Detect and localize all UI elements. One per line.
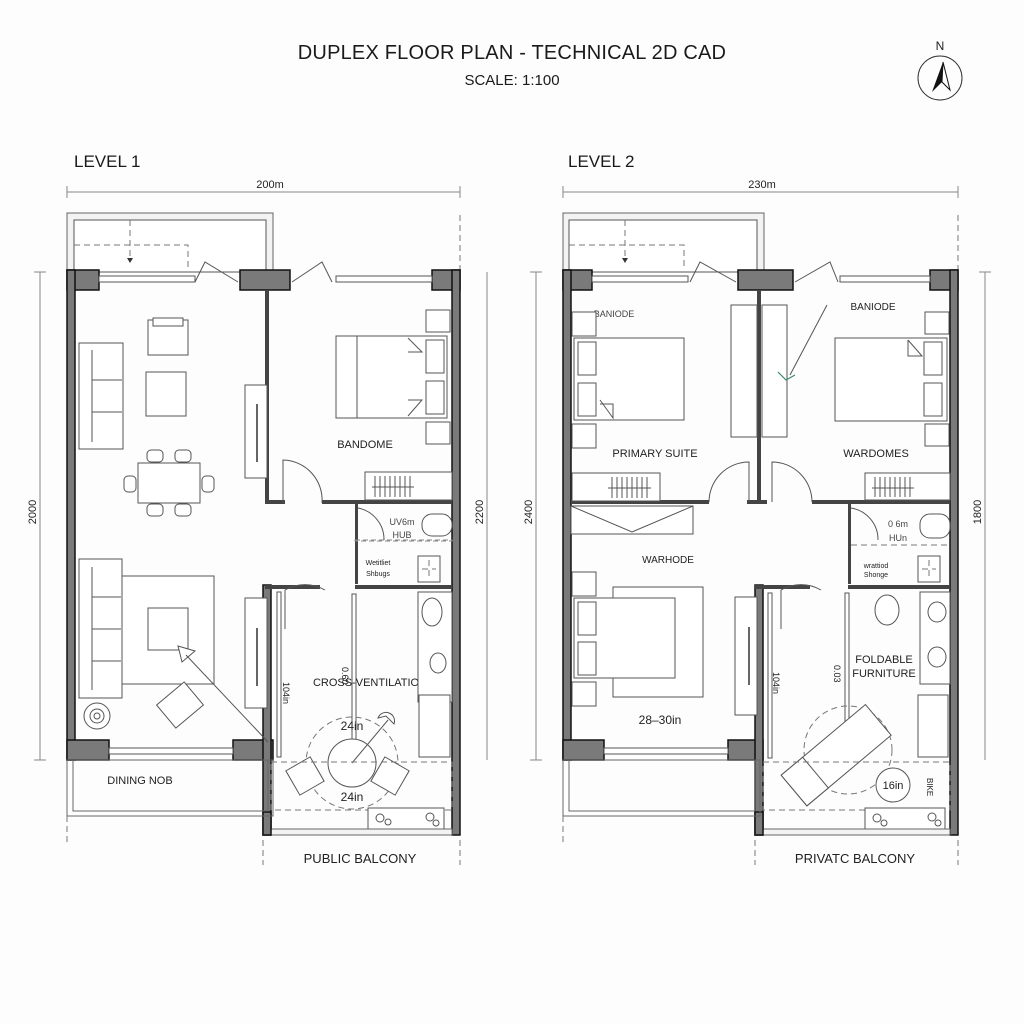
hub-label: HUB [392, 530, 411, 540]
armchair [285, 756, 325, 796]
wall-dimension: 104in [281, 682, 291, 704]
side-label: BIKE [925, 778, 934, 796]
room-label-foldable: FOLDABLE [855, 654, 912, 666]
storage-label: Wetitliet [366, 560, 391, 567]
armchair [370, 756, 410, 796]
armchair [155, 681, 205, 729]
wall-dimension: 0.03 [832, 665, 842, 683]
table-dimension: 24in [341, 719, 364, 733]
cursor-mark-icon [777, 371, 796, 381]
wardrobe [364, 471, 453, 501]
toilet [874, 594, 900, 626]
storage-label: Shonge [864, 572, 888, 579]
level-2-height-dimension-left: 2400 [523, 271, 542, 761]
svg-text:2200: 2200 [474, 500, 486, 524]
armchair [147, 317, 189, 356]
level-1-plan: 200m 2000 2200 [27, 179, 488, 866]
room-label-warhode: WARHODE [642, 555, 694, 566]
room-label-primary-suite: PRIMARY SUITE [612, 448, 697, 460]
sofa [78, 342, 124, 450]
storage-label: Shbugs [366, 571, 390, 578]
room-label-top: BANIODE [850, 302, 895, 313]
level-1-width-dimension: 200m [66, 179, 461, 198]
dining-table [123, 449, 215, 517]
bed [834, 337, 948, 422]
level-1-label: LEVEL 1 [74, 152, 141, 171]
level-2-height-dimension-right: 1800 [972, 271, 991, 760]
circle-dimension: 16in [883, 780, 904, 792]
toilet [919, 513, 951, 539]
room-label-furniture: FURNITURE [852, 668, 916, 680]
room-label-cross-ventilation: CROSS-VENTILATION [313, 677, 427, 689]
north-arrow-icon: N [917, 39, 963, 101]
hub-label-size: 0 6m [888, 519, 908, 529]
room-label-dining-nook: DINING NOB [107, 775, 172, 787]
room-label-top: BANIODE [594, 309, 635, 319]
level-2-label: LEVEL 2 [568, 152, 635, 171]
storage-label: wrattiod [863, 563, 889, 570]
svg-text:2000: 2000 [27, 500, 39, 524]
room-label-wardomes: WARDOMES [843, 448, 909, 460]
svg-text:200m: 200m [256, 179, 284, 191]
drawing-title: DUPLEX FLOOR PLAN - TECHNICAL 2D CAD [297, 42, 727, 64]
bed [573, 597, 676, 679]
drawing-scale: SCALE: 1:100 [464, 72, 560, 89]
svg-text:230m: 230m [748, 179, 776, 191]
bed [335, 335, 448, 419]
bed-clearance-dimension: 28–30in [639, 713, 682, 727]
wall-dimension: 0.60 [340, 667, 350, 685]
shower [417, 555, 441, 583]
toilet [421, 513, 453, 537]
room-label-public-balcony: PUBLIC BALCONY [304, 851, 417, 866]
room-label-private-balcony: PRIVATC BALCONY [795, 851, 915, 866]
level-2-width-dimension: 230m [562, 179, 959, 198]
tv-unit [244, 384, 268, 479]
hub-label: HUn [889, 533, 907, 543]
shower [917, 555, 941, 583]
foldable-bed [780, 703, 892, 807]
plant-icon [83, 702, 111, 730]
level-1-height-dimension-left: 2000 [27, 271, 46, 761]
wall-dimension: 104in [771, 672, 781, 694]
bed [573, 337, 685, 421]
svg-text:1800: 1800 [972, 500, 984, 524]
svg-text:2400: 2400 [523, 500, 535, 524]
table-dimension: 24in [341, 790, 364, 804]
coffee-table [145, 371, 187, 417]
level-1-height-dimension-right: 2200 [474, 272, 488, 760]
sofa [78, 558, 123, 699]
north-label: N [936, 39, 945, 53]
room-label-bedroom: BANDOME [337, 439, 393, 451]
coffee-table [147, 607, 189, 651]
level-2-plan: 230m 2400 1800 [523, 179, 991, 866]
hub-label-size: UV6m [389, 517, 414, 527]
